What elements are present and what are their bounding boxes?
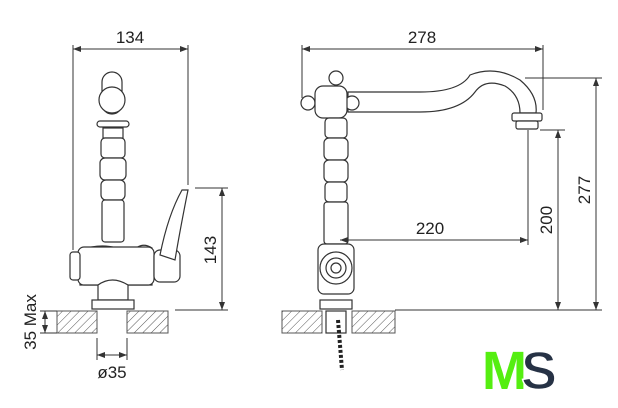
reach-total-label: 278 (408, 28, 436, 47)
side-view: 278 220 200 277 (281, 28, 602, 371)
brand-logo: M S (482, 340, 558, 402)
deck-thickness-label: 35 Max (21, 294, 40, 350)
total-height-label: 277 (575, 176, 594, 204)
front-view: 134 143 35 Max ø35 (21, 28, 228, 382)
logo-s: S (521, 341, 557, 401)
height-label: 143 (201, 236, 220, 264)
width-label: 134 (116, 28, 144, 47)
spout-height-label: 200 (537, 206, 556, 234)
hole-diameter-label: ø35 (97, 363, 126, 382)
spout-reach-label: 220 (416, 219, 444, 238)
logo-m: M (482, 341, 527, 401)
